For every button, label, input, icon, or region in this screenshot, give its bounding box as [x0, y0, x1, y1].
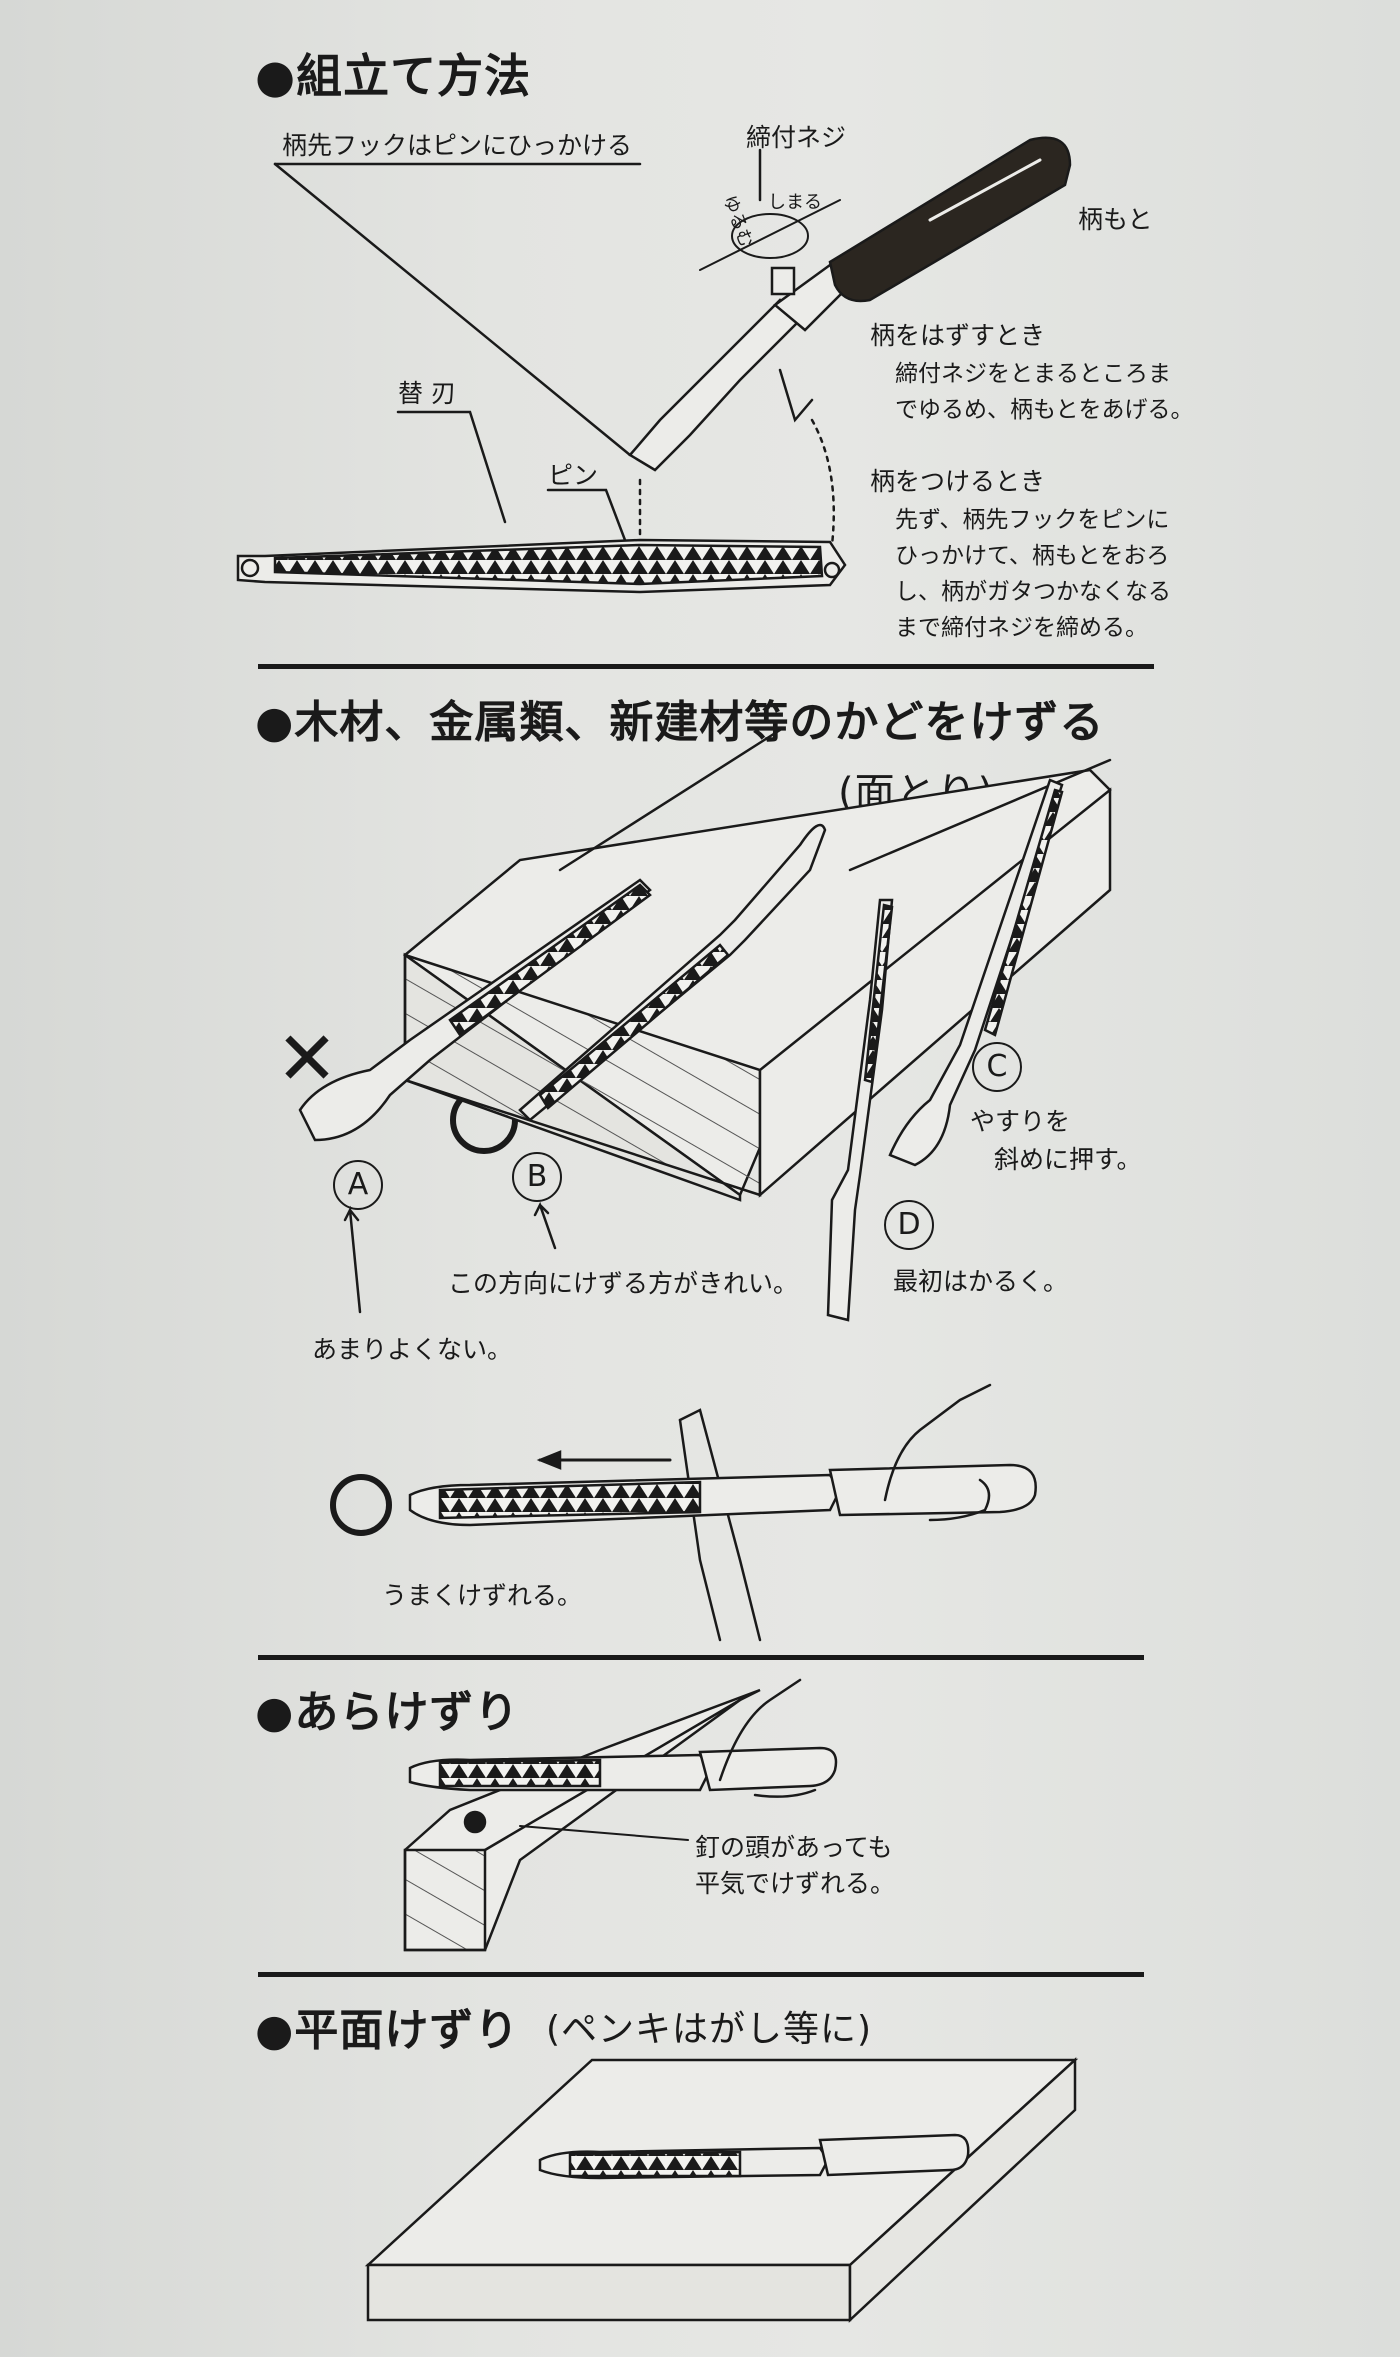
pin-label: ピン — [548, 461, 599, 490]
note-c-line-2: 斜めに押す。 — [994, 1145, 1142, 1174]
label-d: D — [884, 1200, 934, 1250]
hand-rough — [718, 1678, 817, 1798]
hook-to-pin-label: 柄先フックはピンにひっかける — [282, 131, 633, 160]
note-b: この方向にけずる方がきれい。 — [448, 1269, 799, 1298]
label-b: B — [512, 1152, 562, 1202]
note-ok: うまくけずれる。 — [382, 1581, 583, 1610]
attach-handle-line-1: 先ず、柄先フックをピンに — [895, 507, 1170, 533]
tighten-label: しまる — [768, 192, 822, 213]
file-a — [298, 878, 652, 1142]
rough-title: ●あらけずり — [255, 1687, 520, 1738]
assembly-title: ●組立て方法 — [255, 49, 532, 103]
note-a: あまりよくない。 — [312, 1335, 513, 1364]
rough-note-line-1: 釘の頭があっても — [695, 1833, 893, 1862]
handle-base-label: 柄もと — [1078, 205, 1153, 234]
remove-handle-line-2: でゆるめ、柄もとをあげる。 — [895, 397, 1194, 423]
note-c-line-1: やすりを — [970, 1107, 1071, 1136]
remove-handle-heading: 柄をはずすとき — [870, 321, 1046, 350]
rough-block — [403, 1688, 761, 1952]
pin-leader-line — [546, 488, 630, 550]
divider-rule-1 — [258, 664, 1154, 669]
flat-subtitle: (ペンキはがし等に) — [546, 2009, 873, 2050]
attach-handle-line-3: し、柄がガタつかなくなる — [895, 579, 1171, 605]
hand-horizontal — [883, 1383, 992, 1522]
attach-handle-heading: 柄をつけるとき — [870, 467, 1046, 496]
file-flat — [538, 2133, 970, 2180]
hook-leader-line — [273, 162, 642, 457]
fastening-screw-label: 締付ネジ — [746, 123, 847, 152]
label-c: C — [972, 1042, 1022, 1092]
file-c — [888, 778, 1064, 1167]
handle-assembly — [628, 136, 1072, 472]
divider-rule-2 — [258, 1655, 1144, 1660]
arrow-b — [533, 1201, 557, 1250]
arrow-a — [343, 1205, 362, 1314]
rough-note-line-2: 平気でけずれる。 — [695, 1869, 896, 1898]
nail-head-icon — [463, 1810, 487, 1834]
rotation-arrow-icon — [699, 199, 841, 271]
file-blade-body — [236, 538, 847, 594]
file-d — [826, 898, 894, 1322]
file-rough — [408, 1746, 838, 1792]
chamfer-title: ●木材、金属類、新建材等のかどをけずる — [255, 697, 1105, 748]
flat-plank — [364, 2057, 1079, 2323]
remove-handle-line-1: 締付ネジをとまるところま — [895, 361, 1171, 387]
board-edge — [678, 1408, 762, 1642]
blade-label: 替 刃 — [398, 379, 456, 408]
blade-leader-line — [396, 410, 507, 524]
file-horizontal — [408, 1463, 1037, 1527]
label-a: A — [333, 1160, 383, 1210]
divider-rule-3 — [258, 1972, 1144, 1977]
attach-handle-line-2: ひっかけて、柄もとをおろ — [895, 543, 1170, 569]
direction-arrowhead-icon — [536, 1450, 562, 1470]
note-d: 最初はかるく。 — [893, 1267, 1069, 1296]
attach-handle-line-4: まで締付ネジを締める。 — [895, 615, 1148, 641]
file-b — [518, 823, 827, 1122]
flat-title: ●平面けずり — [255, 2005, 520, 2056]
nail-leader-line — [519, 1825, 689, 1841]
mark-ok-circle-2-icon: ○ — [330, 1474, 392, 1536]
handle-swing-path — [810, 418, 835, 547]
